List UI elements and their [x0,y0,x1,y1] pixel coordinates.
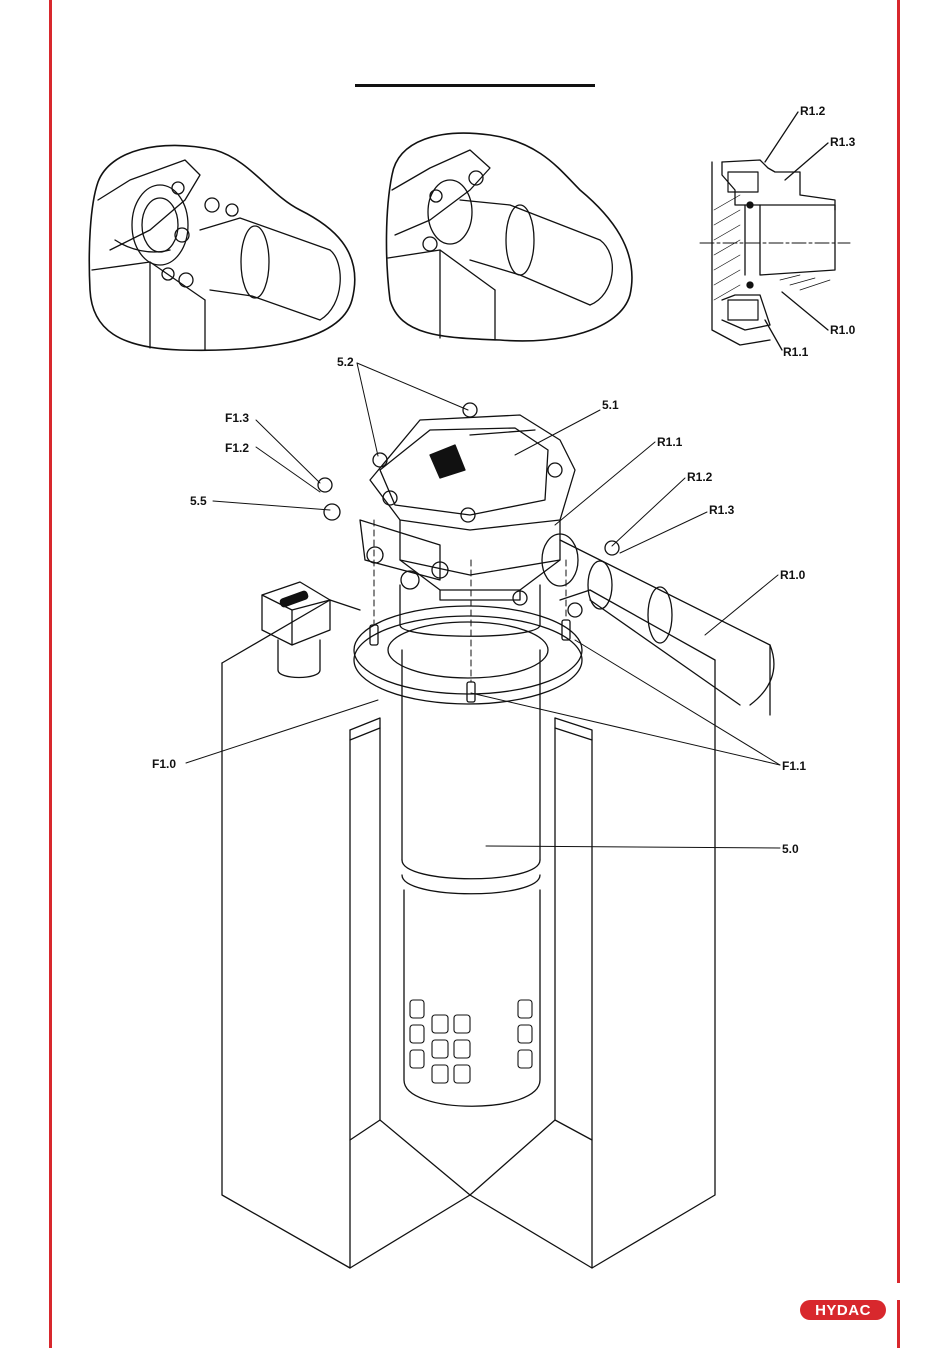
label-r1-0-detail: R1.0 [830,323,855,337]
label-f1-0: F1.0 [152,757,176,771]
detail-view-flange-mounted [386,133,631,341]
label-f1-3: F1.3 [225,411,249,425]
label-5-5: 5.5 [190,494,207,508]
hydac-logo: HYDAC [800,1300,886,1320]
filter-element [402,650,540,1106]
breather-cap [262,582,330,678]
label-r1-3-detail: R1.3 [830,135,855,149]
label-5-2: 5.2 [337,355,354,369]
label-r1-1-detail: R1.1 [783,345,808,359]
filter-head [370,403,575,636]
detail-view-flange-bolted [89,145,355,350]
label-r1-1: R1.1 [657,435,682,449]
label-f1-2: F1.2 [225,441,249,455]
label-r1-3: R1.3 [709,503,734,517]
label-r1-0: R1.0 [780,568,805,582]
label-r1-2-detail: R1.2 [800,104,825,118]
label-r1-2: R1.2 [687,470,712,484]
label-5-0: 5.0 [782,842,799,856]
label-f1-1: F1.1 [782,759,806,773]
tank-body [222,590,715,1268]
section-detail-view [700,112,850,350]
mounting-flange-ring [354,606,582,704]
inlet-pipe [318,478,774,715]
label-5-1: 5.1 [602,398,619,412]
